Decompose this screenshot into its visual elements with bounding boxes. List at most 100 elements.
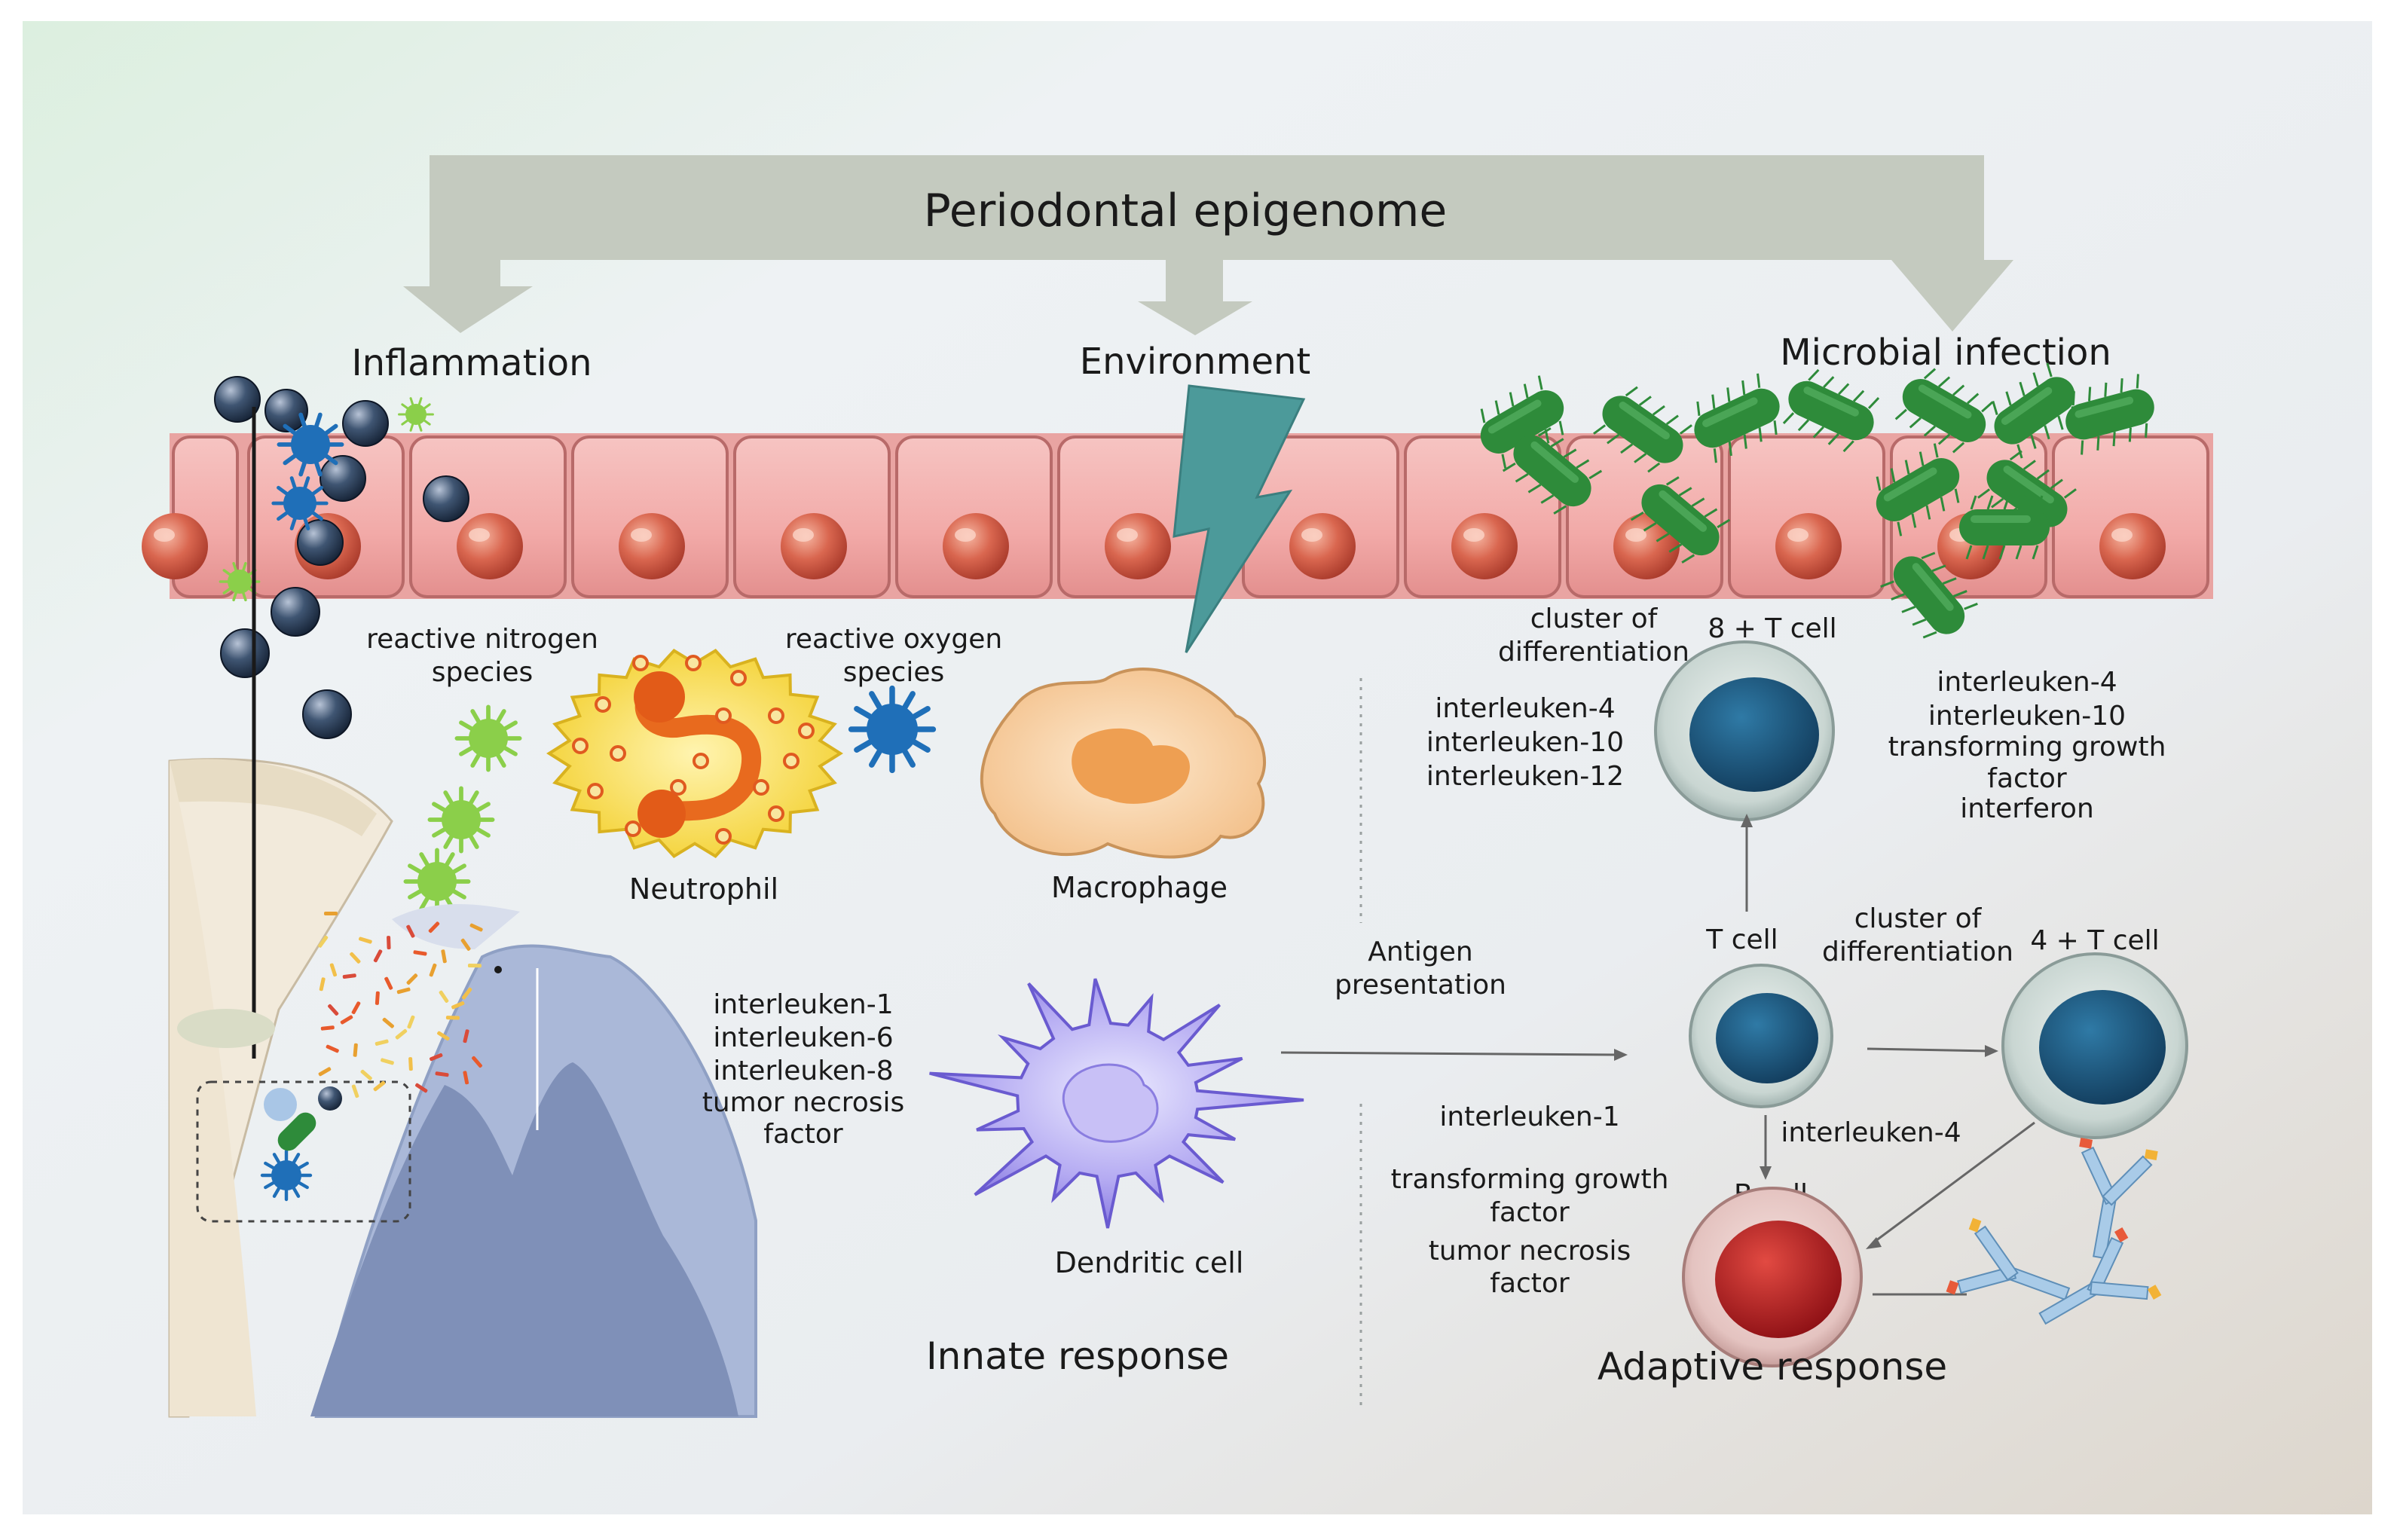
reactive-particle <box>220 628 270 678</box>
bacterium-pilus <box>1502 462 1516 472</box>
cd8-right-cytokine-3: transforming growth <box>1888 732 2166 762</box>
reactive-particle <box>302 689 352 739</box>
bacterium-pilus <box>2050 478 2063 490</box>
plaque-speck <box>430 1053 443 1062</box>
bacterium-pilus <box>1982 545 1989 560</box>
nucleus-highlight <box>1301 528 1322 542</box>
ros-label-line1: reactive oxygen <box>785 624 1002 655</box>
star-core <box>228 570 252 594</box>
tcell-nucleus <box>1716 993 1818 1083</box>
antibody-tip <box>1968 1218 1982 1233</box>
tcell-to-cd8-arrowhead <box>1741 814 1753 827</box>
bacterium-body <box>1893 556 1965 634</box>
bacterium-pilus <box>1652 405 1665 416</box>
bacterium-pilus <box>1909 417 1922 429</box>
reactive-particle <box>271 587 320 637</box>
reactive-particle <box>264 389 308 432</box>
bacterium-pilus <box>1593 424 1607 435</box>
bacterium-pilus <box>1681 554 1695 564</box>
bacterium-pilus <box>1679 424 1692 435</box>
bacterium-pilus <box>1509 392 1515 407</box>
bacterium-pilus <box>1901 606 1916 613</box>
nucleus-highlight <box>793 528 814 542</box>
bacterium-pilus <box>1992 400 1998 416</box>
epithelial-nucleus <box>1775 513 1842 579</box>
bacterium-pilus <box>2032 545 2039 560</box>
bacterium-highlight <box>2001 387 2053 425</box>
antibodies <box>1946 1138 2162 1325</box>
antibody-tip <box>2147 1285 2162 1300</box>
bacterium-pilus <box>1540 494 1555 504</box>
bacterium-pilus <box>1643 521 1657 532</box>
plaque-speck <box>326 1044 339 1053</box>
bacterium-pilus <box>2136 374 2139 389</box>
bacterium-pilus <box>1638 396 1652 406</box>
plaque-speck <box>395 1028 408 1040</box>
bacterium-pilus <box>1711 394 1716 409</box>
bacterium-pilus <box>1553 505 1567 515</box>
bacterium-pilus <box>1515 472 1529 483</box>
plaque-speck <box>373 1080 386 1092</box>
epithelial-nucleus <box>781 513 847 579</box>
cd4-label-line2: differentiation <box>1822 937 2013 967</box>
antibody-tip <box>1946 1280 1959 1295</box>
nucleus-highlight <box>1625 528 1646 542</box>
bacterium-pilus <box>1890 468 1896 483</box>
cd8-suffix: 8 + T cell <box>1708 613 1836 644</box>
bacterium-highlight <box>2003 466 2054 504</box>
plaque-speck <box>407 1015 415 1029</box>
bacterium-highlight <box>1530 441 1579 483</box>
bacterium-pilus <box>2023 460 2036 470</box>
nucleus-highlight <box>1117 528 1138 542</box>
nucleus-highlight <box>469 528 490 542</box>
plaque-speck <box>441 949 447 964</box>
bacterium-pilus <box>2036 495 2044 510</box>
bacterium-pilus <box>1808 368 1820 381</box>
plaque-speck <box>428 921 440 933</box>
adaptive-cytokine-4: tumor necrosis <box>1429 1236 1631 1267</box>
bacterium-pilus <box>1563 448 1577 458</box>
bacterium-pilus <box>1923 368 1937 380</box>
bacterium-pilus <box>2081 440 2084 455</box>
bacterium-pilus <box>1937 433 1951 445</box>
bacterium-pilus <box>2036 469 2050 480</box>
antibody-tip <box>2144 1149 2158 1160</box>
ros-star-icon <box>271 476 329 530</box>
granule <box>587 783 604 799</box>
antigen-arrow-line <box>1280 1051 1619 1056</box>
bacterium-body <box>1902 379 1986 442</box>
plaque-speck <box>359 937 372 944</box>
bacterium-pilus <box>2120 378 2123 393</box>
nucleus-highlight <box>1787 528 1808 542</box>
gum-margin <box>392 904 520 949</box>
plaque-speck <box>318 935 329 948</box>
plaque-speck <box>469 923 483 932</box>
bacterium-pilus <box>2057 415 2064 430</box>
dc-cytokine-2: interleuken-6 <box>713 1022 893 1053</box>
macrophage-cell <box>980 668 1266 859</box>
cd4-tcell <box>2001 952 2188 1139</box>
bacterium-pilus <box>1827 433 1839 445</box>
granule <box>730 670 747 686</box>
star-core <box>283 487 316 520</box>
bacterium-highlight <box>1487 399 1542 434</box>
bacteria-cluster <box>1480 362 2154 639</box>
bacterium-pilus <box>1713 448 1717 463</box>
bacterium-highlight <box>1918 384 1972 419</box>
dc-cytokine-3: interleuken-8 <box>713 1056 893 1086</box>
plaque-speck <box>396 987 411 995</box>
bacterium-pilus <box>1501 454 1507 469</box>
tcell-to-cd4-arrowhead <box>1985 1045 1998 1057</box>
bacterium-pilus <box>1773 420 1778 435</box>
bacterium-pilus <box>1952 442 1965 454</box>
tooth-crown <box>168 758 393 1418</box>
tooth-root <box>170 761 256 1416</box>
bacterium-pilus <box>2044 425 2050 440</box>
bacterium-pilus <box>1897 521 1903 536</box>
bacterium-body <box>1788 380 1874 441</box>
plaque-speck <box>360 1069 372 1080</box>
plaque-speck <box>324 912 338 915</box>
bacterium-pilus <box>1537 375 1543 390</box>
bacterium-highlight <box>1659 490 1708 532</box>
